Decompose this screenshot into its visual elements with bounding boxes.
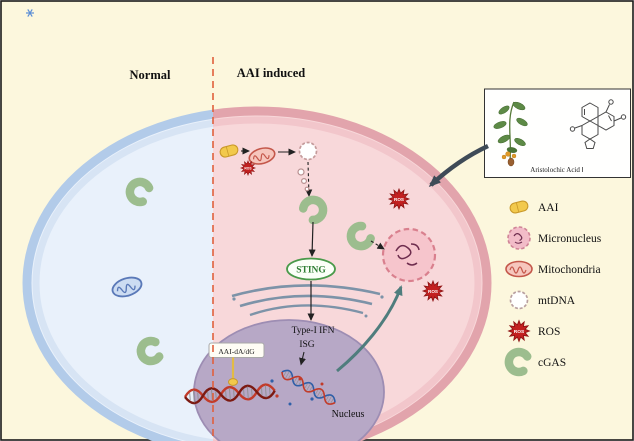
arrow-isg-to-nucleus [299,351,306,366]
legend-item-mitochondria: Mitochondria [505,260,601,278]
legend-label-micronucleus: Micronucleus [538,233,602,245]
chemical-structure [569,99,627,149]
isg-label: ISG [299,340,314,350]
legend-item-aai: AAI [508,199,559,215]
ros-burst-label: ROS [394,197,404,202]
ros-burst-mitochondria: ROS [240,160,256,176]
legend: AAI Micronucleus Mitochondria mtDNA ROS … [505,199,602,374]
ros-burst-upper: ROS [388,188,410,210]
mtdna-released [298,141,318,161]
ros-icon-label: ROS [514,329,525,335]
er-golgi-stack [231,284,384,318]
ros-burst-lower: ROS [422,280,444,302]
plant-illustration [493,101,528,167]
sting-oval [286,257,336,281]
legend-label-ros: ROS [538,326,560,338]
legend-label-mitochondria: Mitochondria [538,264,601,276]
micronucleus-icon [507,226,531,250]
arrow-nucleus-to-micronucleus [336,285,403,373]
ros-icon: ROS [508,320,530,342]
aristolochic-acid-inset: Aristolochic Acid Ⅰ [484,88,631,178]
ros-burst-label: ROS [244,166,252,170]
normal-section-label: Normal [130,68,171,82]
nucleotide-dots [270,377,324,406]
type1-ifn-label: Type-I IFN [292,326,335,336]
legend-item-mtdna: mtDNA [509,290,576,310]
mtdna-fragments [297,168,310,192]
legend-item-micronucleus: Micronucleus [507,226,602,250]
sting-label: STING [296,266,326,276]
inset-caption: Aristolochic Acid Ⅰ [530,166,583,174]
mitochondria-icon [505,260,533,278]
aai-adduct-label: AAI-dA/dG [218,347,255,356]
arrow-inset-to-cell [428,143,489,188]
arrow-cgas-to-sting [308,221,316,257]
adduct-aai-ball [228,378,238,386]
nucleus-label: Nucleus [332,409,365,420]
cell-normal-half [22,109,213,441]
micronucleus [381,227,437,283]
legend-label-mtdna: mtDNA [538,295,576,307]
legend-item-ros: ROS ROS [508,320,560,342]
arrow-cgas-to-micronucleus [370,240,385,250]
aai-induced-section-label: AAI induced [237,66,305,80]
ros-burst-label: ROS [428,289,438,294]
snowflake-watermark-icon [26,9,34,17]
mtdna-icon [509,290,529,310]
legend-label-cgas: cGAS [538,357,566,369]
legend-label-aai: AAI [538,202,559,214]
legend-item-cgas: cGAS [507,350,566,374]
aai-adduct-box [208,342,265,358]
micronucleus-chromatin [395,243,420,266]
